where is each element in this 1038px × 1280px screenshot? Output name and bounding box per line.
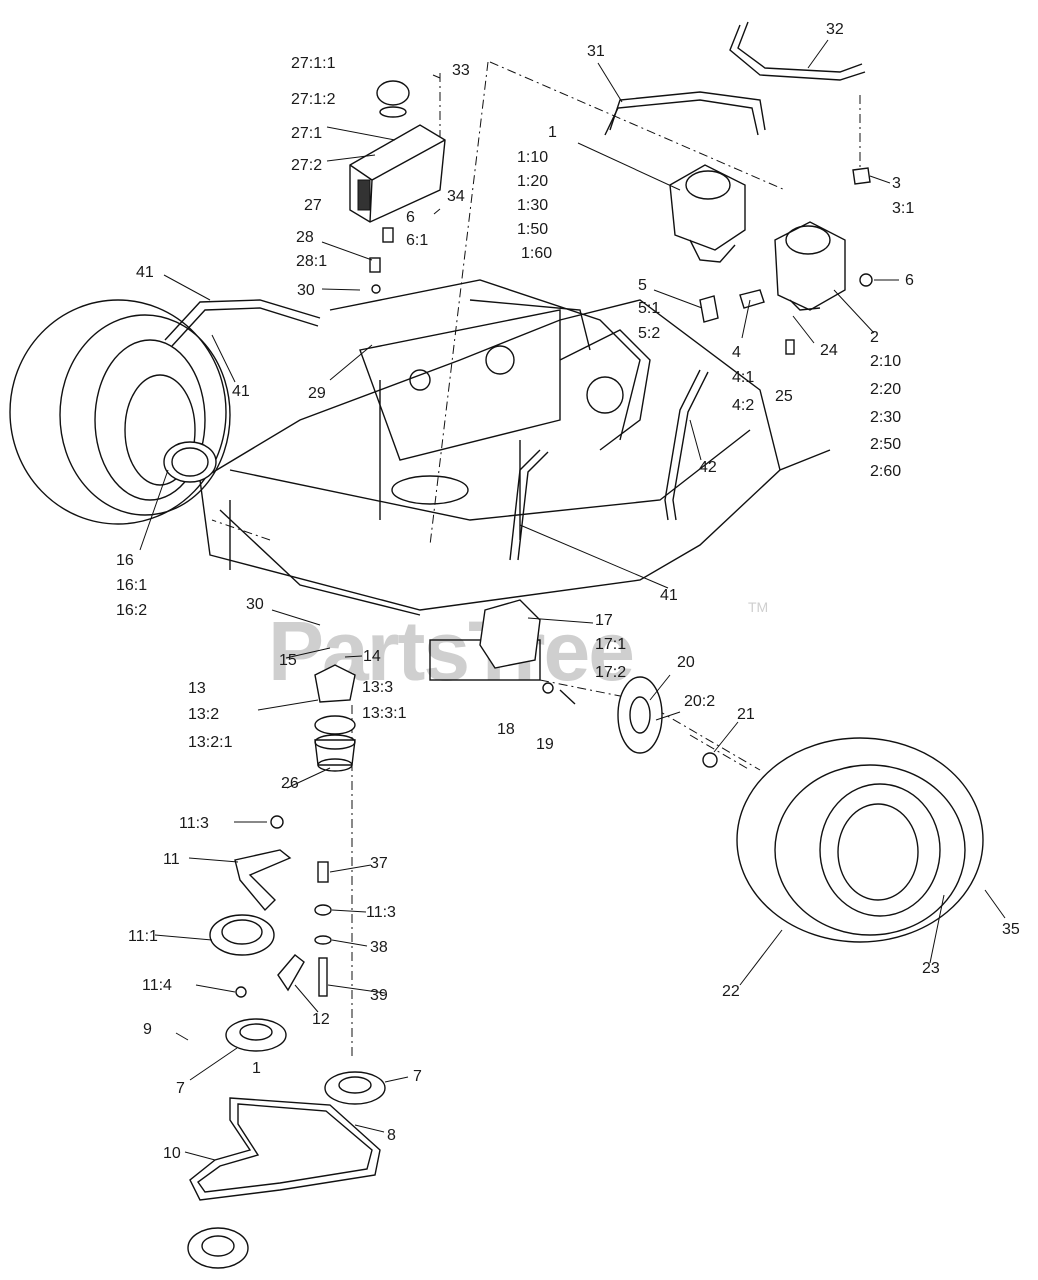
callout-1-30: 1:30 <box>517 197 548 214</box>
callout-11-4: 11:4 <box>142 977 172 994</box>
callout-39: 39 <box>370 987 388 1004</box>
callout-11-3: 11:3 <box>366 904 396 921</box>
callout-19: 19 <box>536 736 554 753</box>
callout-33: 33 <box>452 62 470 79</box>
callout-27-1-1: 27:1:1 <box>291 55 336 72</box>
callout-2-20: 2:20 <box>870 381 901 398</box>
callout-28-1: 28:1 <box>296 253 327 270</box>
callout-32: 32 <box>826 21 844 38</box>
callout-5-2: 5:2 <box>638 325 660 342</box>
wheel-motor-hub <box>479 599 718 768</box>
callout-labels: 27:1:1 27:1:2 27:1 27:2 27 33 34 6 6:1 2… <box>116 21 1020 1162</box>
hydro-pump-right <box>774 221 846 311</box>
hydraulic-reservoir <box>349 80 446 223</box>
callout-20: 20 <box>677 654 695 671</box>
callout-10: 10 <box>163 1145 181 1162</box>
callout-41: 41 <box>660 587 678 604</box>
callout-42: 42 <box>699 459 717 476</box>
callout-27: 27 <box>304 197 322 214</box>
callout-27-1: 27:1 <box>291 125 322 142</box>
callout-20-2: 20:2 <box>684 693 715 710</box>
callout-15: 15 <box>279 652 297 669</box>
callout-12: 12 <box>312 1011 330 1028</box>
frame-assembly <box>199 279 831 681</box>
callout-17-1: 17:1 <box>595 636 626 653</box>
callout-13: 13 <box>188 680 206 697</box>
callout-41: 41 <box>232 383 250 400</box>
callout-28: 28 <box>296 229 314 246</box>
callout-29: 29 <box>308 385 326 402</box>
callout-5-1: 5:1 <box>638 300 660 317</box>
callout-13-3: 13:3 <box>362 679 393 696</box>
callout-38: 38 <box>370 939 388 956</box>
callout-30: 30 <box>246 596 264 613</box>
callout-1-10: 1:10 <box>517 149 548 166</box>
callout-41: 41 <box>136 264 154 281</box>
callout-3: 3 <box>892 175 901 192</box>
callout-27-1-2: 27:1:2 <box>291 91 336 108</box>
callout-3-1: 3:1 <box>892 200 914 217</box>
callout-2-50: 2:50 <box>870 436 901 453</box>
callout-11-1: 11:1 <box>128 928 158 945</box>
callout-13-3-1: 13:3:1 <box>362 705 407 722</box>
callout-1: 1 <box>252 1060 261 1077</box>
callout-13-2: 13:2 <box>188 706 219 723</box>
callout-24: 24 <box>820 342 838 359</box>
callout-11: 11 <box>163 851 180 868</box>
drive-belt <box>189 1097 381 1201</box>
callout-2-10: 2:10 <box>870 353 901 370</box>
callout-2-60: 2:60 <box>870 463 901 480</box>
callout-6-1: 6:1 <box>406 232 428 249</box>
callout-1-20: 1:20 <box>517 173 548 190</box>
hydraulic-hoses <box>164 21 866 561</box>
fittings <box>369 167 873 355</box>
callout-21: 21 <box>737 706 755 723</box>
callout-31: 31 <box>587 43 605 60</box>
callout-18: 18 <box>497 721 515 738</box>
callout-22: 22 <box>722 983 740 1000</box>
callout-25: 25 <box>775 388 793 405</box>
pulley-group <box>187 664 386 1269</box>
callout-8: 8 <box>387 1127 396 1144</box>
callout-1: 1 <box>548 124 557 141</box>
callout-16-2: 16:2 <box>116 602 147 619</box>
callout-11-3: 11:3 <box>179 815 209 832</box>
hydro-pump-left <box>669 164 746 263</box>
callout-4: 4 <box>732 344 741 361</box>
callout-14: 14 <box>363 648 381 665</box>
callout-4-2: 4:2 <box>732 397 754 414</box>
callout-16-1: 16:1 <box>116 577 147 594</box>
callout-1-60: 1:60 <box>521 245 552 262</box>
right-wheel-assembly <box>736 737 984 943</box>
callout-17-2: 17:2 <box>595 664 626 681</box>
callout-37: 37 <box>370 855 388 872</box>
watermark-trademark: TM <box>748 599 768 615</box>
callout-34: 34 <box>447 188 465 205</box>
callout-2-30: 2:30 <box>870 409 901 426</box>
callout-7: 7 <box>176 1080 185 1097</box>
callout-5: 5 <box>638 277 647 294</box>
callout-9: 9 <box>143 1021 152 1038</box>
leader-lines <box>139 39 1006 1161</box>
callout-30: 30 <box>297 282 315 299</box>
callout-35: 35 <box>1002 921 1020 938</box>
callout-17: 17 <box>595 612 613 629</box>
callout-6: 6 <box>905 272 914 289</box>
callout-4-1: 4:1 <box>732 369 754 386</box>
callout-16: 16 <box>116 552 134 569</box>
callout-2: 2 <box>870 329 879 346</box>
callout-6: 6 <box>406 209 415 226</box>
callout-26: 26 <box>281 775 299 792</box>
callout-13-2-1: 13:2:1 <box>188 734 233 751</box>
callout-1-50: 1:50 <box>517 221 548 238</box>
left-wheel-assembly <box>9 299 231 525</box>
callout-23: 23 <box>922 960 940 977</box>
callout-7: 7 <box>413 1068 422 1085</box>
callout-27-2: 27:2 <box>291 157 322 174</box>
